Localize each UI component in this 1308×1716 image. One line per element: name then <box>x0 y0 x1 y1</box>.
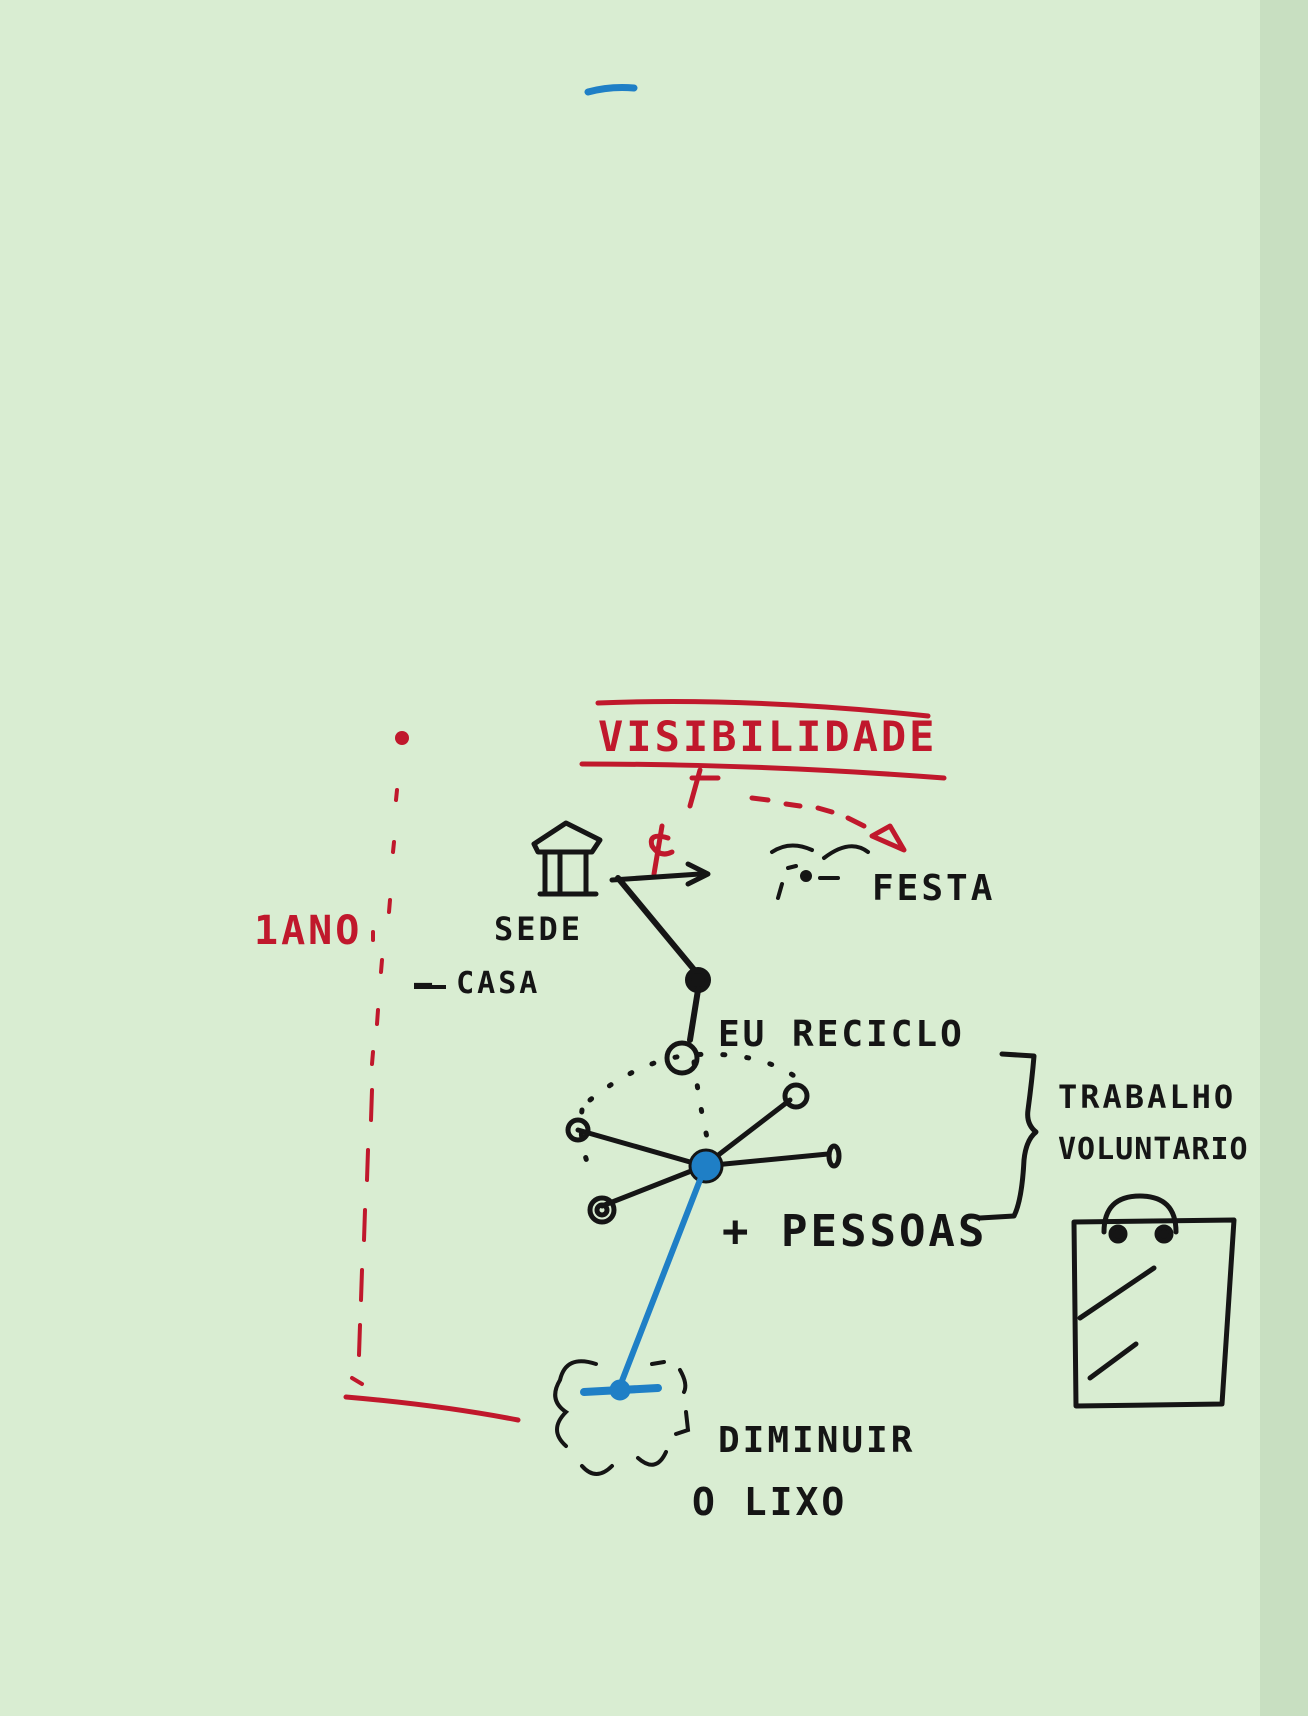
house-icon <box>531 820 603 897</box>
blue-link-to-cloud <box>580 1148 724 1401</box>
paper-edge <box>1260 0 1308 1716</box>
o-lixo-label: O LIXO <box>692 1480 848 1524</box>
timeline-duration-label: 1ANO <box>254 908 363 954</box>
casa-label: — CASA <box>414 966 541 1001</box>
heading-visibilidade: VISIBILIDADE <box>598 712 938 761</box>
timeline-base-line <box>343 1394 521 1423</box>
arrow-to-festa <box>609 861 711 887</box>
timeline <box>343 731 521 1423</box>
dollar-icon <box>648 823 675 877</box>
sede-to-eureciclo-link <box>615 875 711 1076</box>
diminuir-label: DIMINUIR <box>718 1420 916 1461</box>
trabalho-label: TRABALHO <box>1058 1078 1237 1116</box>
voluntario-label: VOLUNTARIO <box>1058 1132 1249 1167</box>
dashed-arrow-heading-to-festa <box>687 767 907 853</box>
shopping-bag-icon <box>1071 1193 1237 1409</box>
network-dotted-ring <box>578 1051 803 1173</box>
sede-label: SEDE <box>494 910 584 948</box>
eu-reciclo-label: EU RECICLO <box>718 1014 965 1055</box>
brace <box>977 1051 1039 1221</box>
festa-label: FESTA <box>872 868 996 909</box>
party-icon <box>770 843 870 900</box>
heading-underlines <box>579 699 947 781</box>
timeline-start-dot <box>395 731 409 745</box>
cloud-icon <box>553 1359 691 1476</box>
blue-mark <box>584 84 638 96</box>
mais-pessoas-label: + PESSOAS <box>722 1206 988 1257</box>
